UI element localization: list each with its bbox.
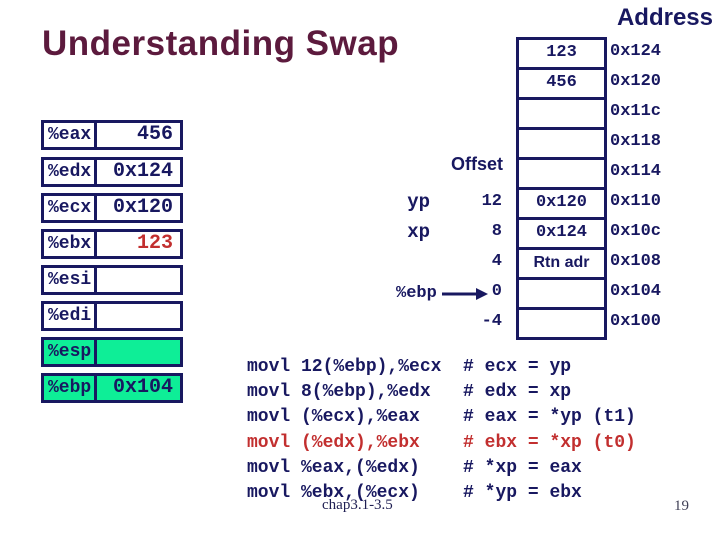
register-row: %ebp 0x104 xyxy=(41,373,183,403)
memory-stack: 123 456 0x120 0x124 Rtn adr xyxy=(516,37,607,340)
memory-address-label: 0x11c xyxy=(610,102,662,121)
register-row: %esi xyxy=(41,265,183,295)
register-name-label: %ecx xyxy=(44,196,97,220)
register-value: 456 xyxy=(136,123,173,146)
register-value xyxy=(97,340,180,364)
memory-cell: 0x124 xyxy=(519,220,604,250)
register-value: 0x124 xyxy=(112,160,173,183)
register-row: %eax 456 xyxy=(41,120,183,150)
memory-cell xyxy=(519,130,604,160)
offset-column-header: Offset xyxy=(450,154,503,174)
memory-cell xyxy=(519,310,604,337)
memory-address-label: 0x114 xyxy=(610,162,662,181)
memory-address-label: 0x124 xyxy=(610,42,662,61)
register-value xyxy=(97,268,180,292)
register-name-label: %edx xyxy=(44,160,97,184)
var-name-label-xp: xp xyxy=(407,221,430,243)
code-line: movl %eax,(%edx) # *xp = eax xyxy=(247,458,582,478)
register-name-label: %esp xyxy=(44,340,97,364)
page-title: Understanding Swap xyxy=(42,24,400,63)
memory-cell xyxy=(519,280,604,310)
memory-cell: Rtn adr xyxy=(519,250,604,280)
offset-value-label: 4 xyxy=(491,252,502,271)
code-line: movl (%edx),%ebx # ebx = *xp (t0) xyxy=(247,433,636,453)
offset-value-label: 0 xyxy=(491,282,502,301)
memory-cell: 456 xyxy=(519,70,604,100)
address-column-header: Address xyxy=(616,4,713,31)
register-name-label: %esi xyxy=(44,268,97,292)
register-row: %esp xyxy=(41,337,183,367)
register-row: %edx 0x124 xyxy=(41,157,183,187)
frame-pointer-label: %ebp xyxy=(396,284,437,303)
memory-address-label: 0x10c xyxy=(610,222,662,241)
register-value: 0x120 xyxy=(112,196,173,219)
register-row: %ecx 0x120 xyxy=(41,193,183,223)
code-line: movl 8(%ebp),%edx # edx = xp xyxy=(247,382,572,402)
register-value: 123 xyxy=(136,232,173,255)
memory-cell xyxy=(519,160,604,190)
offset-value-label: 8 xyxy=(491,222,502,241)
register-name-label: %ebp xyxy=(44,376,97,400)
register-name-label: %edi xyxy=(44,304,97,328)
memory-cell: 0x120 xyxy=(519,190,604,220)
code-line: movl %ebx,(%ecx) # *yp = ebx xyxy=(247,483,582,503)
register-row: %ebx 123 xyxy=(41,229,183,259)
memory-cell xyxy=(519,100,604,130)
register-name-label: %eax xyxy=(44,123,97,147)
memory-address-label: 0x100 xyxy=(610,312,662,331)
offset-value-label: 12 xyxy=(481,192,502,211)
memory-address-label: 0x104 xyxy=(610,282,662,301)
footer-chapter-note: chap3.1-3.5 xyxy=(322,497,393,513)
register-value: 0x104 xyxy=(112,376,173,399)
var-name-label-yp: yp xyxy=(407,191,430,213)
register-value xyxy=(97,304,180,328)
memory-address-label: 0x120 xyxy=(610,72,662,91)
register-row: %edi xyxy=(41,301,183,331)
memory-address-label: 0x110 xyxy=(610,192,662,211)
code-line: movl 12(%ebp),%ecx # ecx = yp xyxy=(247,357,572,377)
register-name-label: %ebx xyxy=(44,232,97,256)
offset-value-label: -4 xyxy=(481,312,502,331)
memory-address-label: 0x108 xyxy=(610,252,662,271)
memory-cell: 123 xyxy=(519,40,604,70)
page-number: 19 xyxy=(674,498,689,514)
right-arrow-icon xyxy=(442,288,488,300)
memory-address-label: 0x118 xyxy=(610,132,662,151)
code-line: movl (%ecx),%eax # eax = *yp (t1) xyxy=(247,407,636,427)
